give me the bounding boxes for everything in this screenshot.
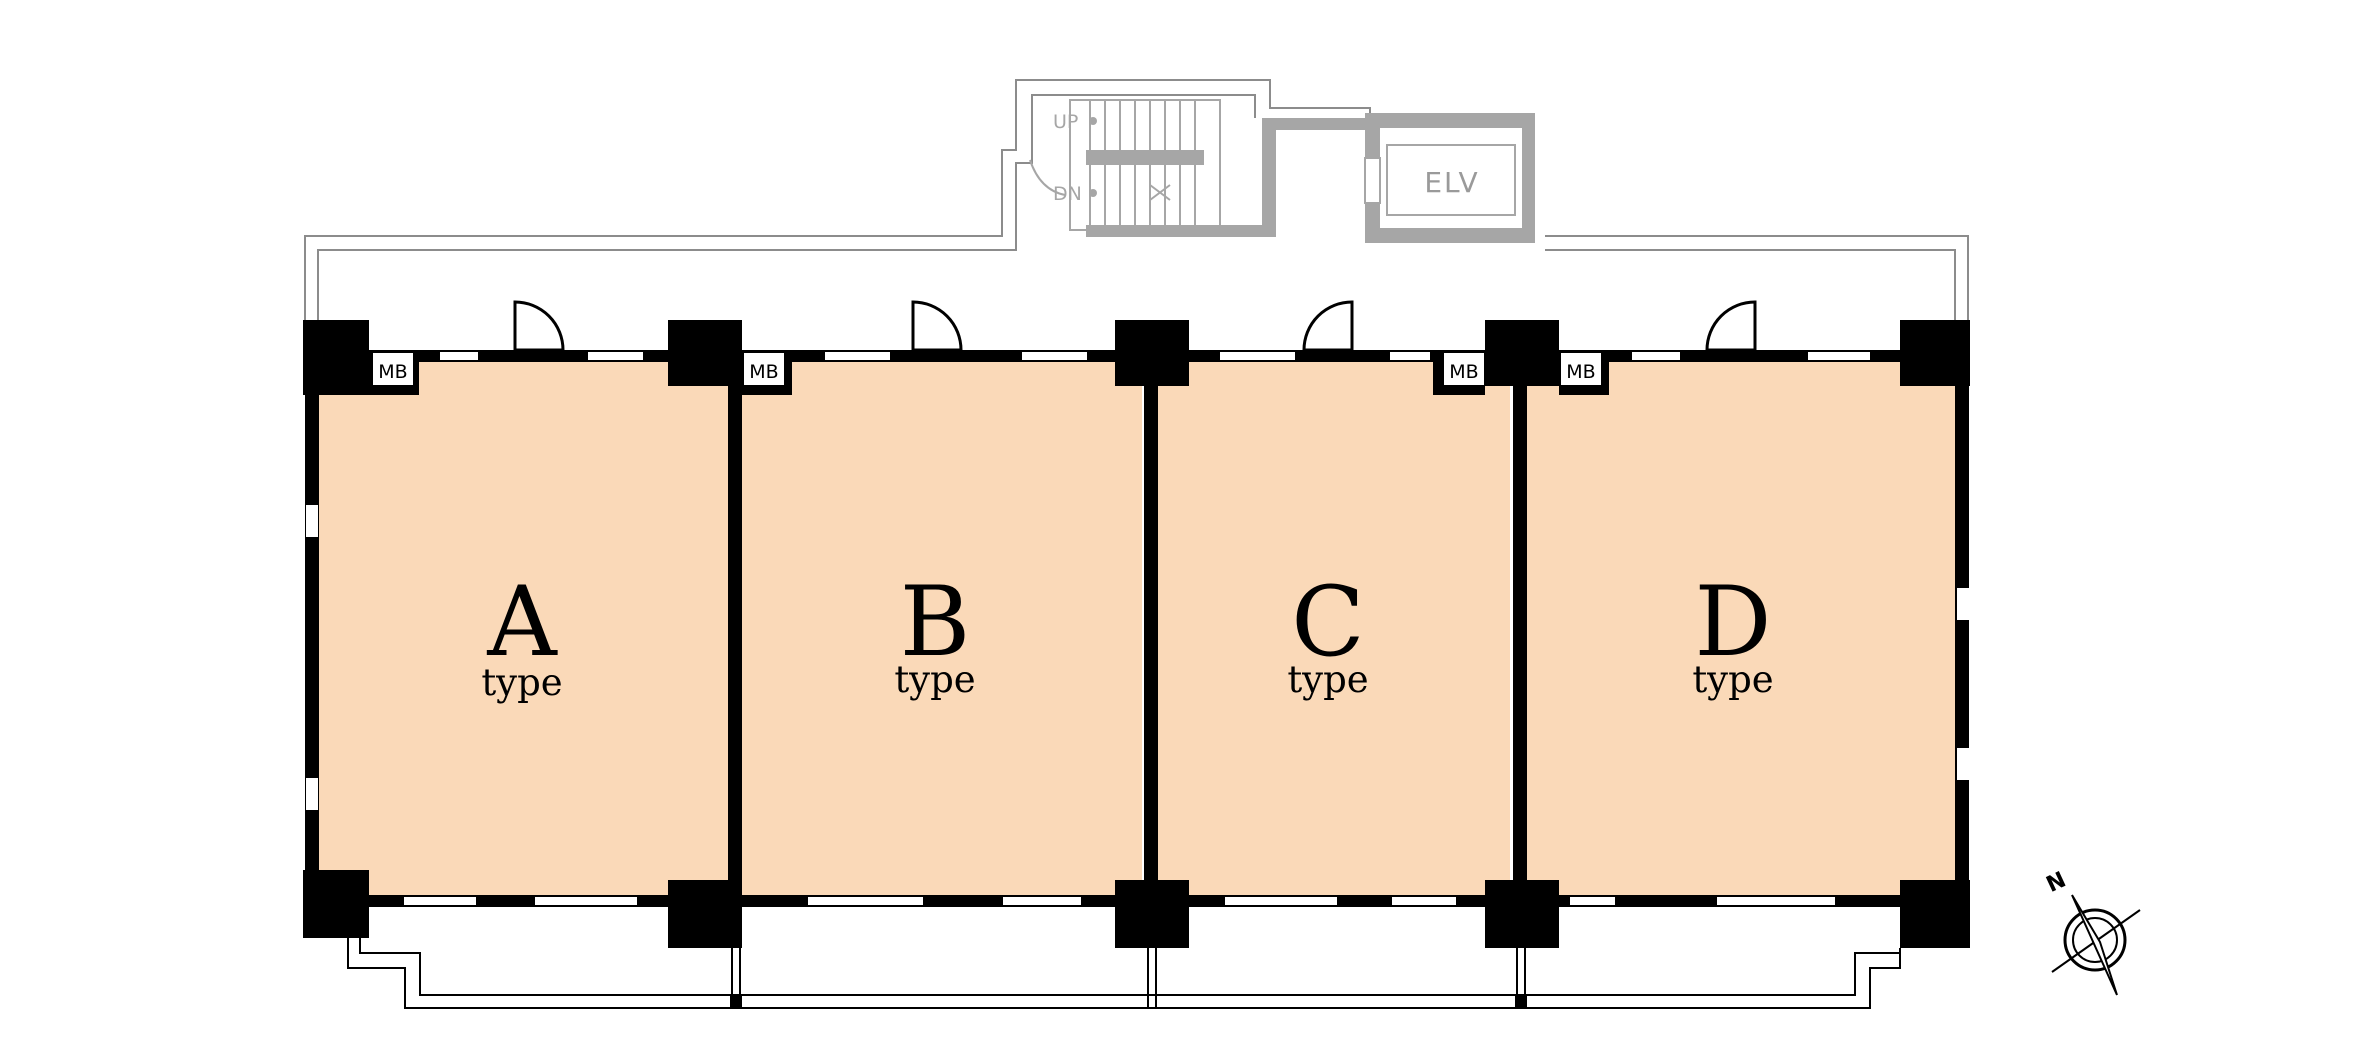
balcony-posts: [730, 995, 1527, 1008]
unit-a-letter: A: [486, 566, 558, 678]
door-unit-d[interactable]: [1705, 300, 1757, 352]
north-compass-icon: N: [2043, 867, 2141, 996]
unit-d-room: [1527, 360, 1955, 895]
north-label: N: [2043, 867, 2070, 897]
door-unit-a[interactable]: [513, 300, 565, 352]
unit-c-room: [1158, 360, 1510, 895]
stair-core: UP DN: [1029, 99, 1372, 237]
corridor-outline: [304, 79, 1969, 320]
unit-d-type: type: [1692, 658, 1773, 701]
windows: [306, 352, 1969, 905]
doors: [513, 300, 1757, 352]
stair-down-label: DN: [1053, 183, 1082, 205]
elevator-label: ELV: [1424, 166, 1479, 199]
unit-a-room: [318, 360, 728, 895]
unit-c-letter: C: [1291, 566, 1364, 678]
unit-c-type: type: [1287, 658, 1368, 701]
unit-d-letter: D: [1695, 566, 1772, 678]
balcony-outline: [347, 938, 1901, 1009]
unit-a-type: type: [481, 661, 562, 704]
mb-label-a: MB: [378, 361, 407, 383]
unit-fills: [318, 360, 1955, 895]
mb-label-b: MB: [749, 361, 778, 383]
unit-b-letter: B: [900, 566, 971, 678]
mb-label-c: MB: [1449, 361, 1478, 383]
elevator: ELV: [1364, 113, 1535, 243]
door-unit-b[interactable]: [911, 300, 963, 352]
unit-b-room: [742, 360, 1142, 895]
unit-b-type: type: [894, 658, 975, 701]
stair-up-label: UP: [1053, 111, 1078, 133]
meter-boxes: MB MB MB MB: [373, 353, 1601, 385]
mb-label-d: MB: [1566, 361, 1595, 383]
door-unit-c[interactable]: [1302, 300, 1354, 352]
unit-labels: A type B type C type D type: [481, 566, 1773, 704]
